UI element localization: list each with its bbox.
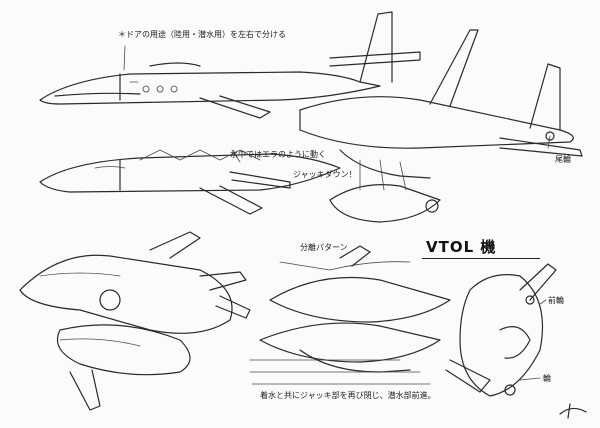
plane-side-view-top (39, 11, 421, 119)
tail-wheel-label: 尾輪 (555, 155, 571, 164)
landing-caption: 着水と共にジャッキ部を再び閉じ、潜水部前進。 (260, 391, 436, 400)
plane-perspective-bottom-left (19, 231, 251, 411)
wheel-label: 輪 (543, 374, 551, 383)
jack-down-note: ジャッキダウン！ (293, 170, 357, 179)
tail-wheel-leader-line (547, 135, 551, 149)
front-wheel-leader-line (539, 299, 547, 305)
plane-separation-center (249, 245, 451, 385)
gill-movement-note: 水中ではエラのように動く (230, 150, 326, 159)
plane-perspective-bottom-right (445, 263, 557, 397)
door-usage-note: ＊ドアの用途（陸用・潜水用）を左右で分ける (118, 30, 286, 39)
plane-perspective-top-right (299, 29, 583, 223)
separation-pattern-label: 分離パターン (300, 243, 348, 252)
door-leader-line (123, 45, 126, 71)
artist-signature (559, 403, 587, 419)
vtol-title: VTOL 機 (426, 238, 497, 256)
vtol-title-underline (422, 258, 540, 259)
gill-leader-line (231, 149, 241, 163)
front-wheel-label: 前輪 (548, 296, 564, 305)
wheel-leader-line (519, 377, 541, 381)
plane-side-view-middle (39, 149, 341, 215)
